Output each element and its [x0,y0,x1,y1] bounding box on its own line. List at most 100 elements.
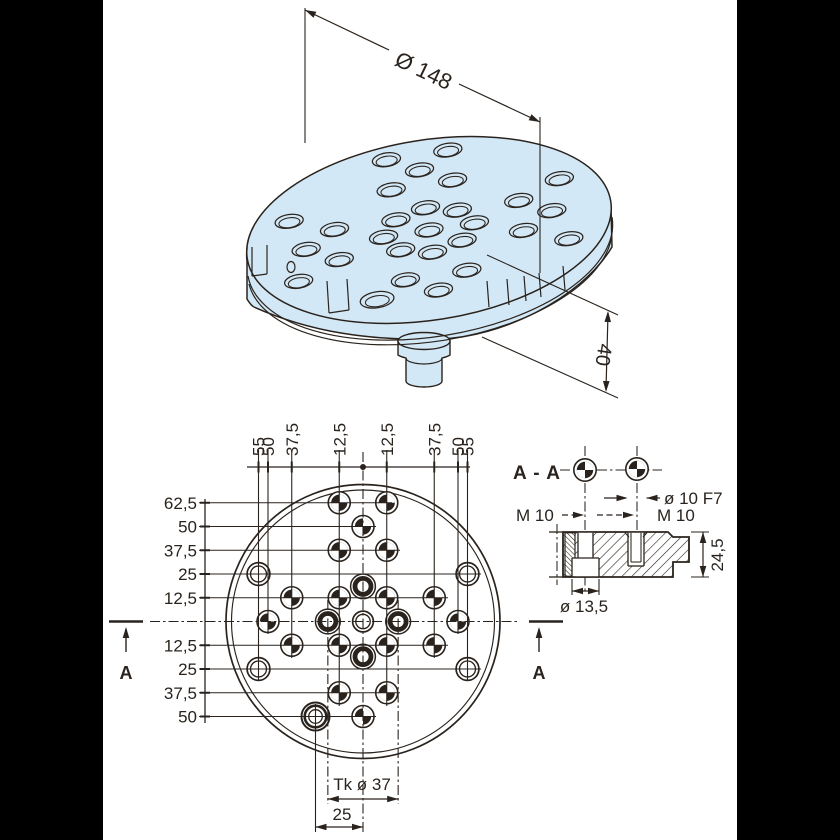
clamp-slot [328,309,350,314]
arrowhead [387,795,399,803]
leader-arrow [623,511,634,519]
iso-hole [537,202,567,219]
left-dim-label: 37,5 [164,541,197,560]
pilot-bore [578,532,593,558]
iso-hole [376,182,406,198]
side-pin-hole [286,260,296,274]
iso-hole [390,272,421,288]
top-dim-label: 50 [449,437,468,456]
section-view [549,446,709,595]
band-notch [538,272,542,298]
iso-hole [437,172,468,188]
left-dim-label: 12,5 [164,589,197,608]
clamp-strip [564,532,576,577]
iso-hole [414,222,444,238]
counterbore [572,558,599,577]
iso-hole [324,251,354,268]
arrowhead [352,823,363,831]
section-marker-left: A [120,663,133,683]
line [624,532,630,538]
leader-arrow [616,494,628,502]
iso-hole [544,170,575,187]
left-dim-label: 25 [178,660,197,679]
arrowhead [528,114,540,122]
iso-hole [554,231,584,247]
section-height-dimension: 24,5 [708,538,727,571]
clamp-slot [326,280,330,314]
arrowhead [572,587,583,595]
left-dim-label: 12,5 [164,636,197,655]
arrowhead [305,10,317,18]
iso-hole [291,241,321,258]
section-arrow [535,627,543,638]
iso-hole [404,162,435,178]
thread-bore [628,532,644,566]
top-dim-label: 55 [250,437,269,456]
iso-hole [319,221,350,238]
arrowhead [602,380,610,392]
top-dim-label: 37,5 [283,423,302,456]
band-notch [523,275,527,302]
iso-hole [423,282,454,298]
section-arrow [122,627,130,638]
section-marker-right: A [533,663,546,683]
top-dim-label: 50 [259,437,278,456]
line [642,532,648,538]
section-title: A - A [513,463,561,484]
spigot-step [405,357,443,365]
iso-hole [433,142,463,158]
iso-hole [274,213,304,229]
leader-arrow [646,494,658,502]
arrowhead [699,566,707,577]
side-groove-line [247,216,614,341]
arrowhead [588,587,599,595]
iso-hole [504,192,534,209]
extension-line [486,254,619,316]
band-notch [486,280,490,308]
axis-origin-dot [360,464,366,470]
iso-hole [447,232,477,248]
arrowhead [604,311,612,323]
top-dim-label: 55 [459,437,478,456]
band-notch [562,265,566,291]
counterbore-dimension: ø 13,5 [560,597,608,616]
top-dim-label: 12,5 [378,423,397,456]
position-target-symbol [573,458,597,482]
iso-hole [371,152,402,168]
iso-index-hole [359,290,395,309]
leader-arrow [573,511,584,519]
arrowhead [699,532,707,543]
iso-hole [442,202,473,218]
bolt-circle-dimension: Tk ø 37 [333,775,391,794]
side-notch [251,273,268,277]
thread-dimension-left: M 10 [516,506,554,525]
index-offset-dimension: 25 [333,805,352,824]
extension-line [481,336,619,399]
iso-hole [417,244,448,260]
band-notch [506,278,510,306]
clamp-slot [346,278,350,311]
side-groove-line [248,224,613,346]
left-dim-label: 50 [178,518,197,537]
left-dim-label: 37,5 [164,684,197,703]
left-dim-label: 50 [178,708,197,727]
dimension-line [605,312,609,391]
arrowhead [327,795,339,803]
dimension-line [458,83,541,123]
dimension-line [304,9,390,51]
position-target-symbol [625,457,649,481]
top-dim-label: 37,5 [425,423,444,456]
left-dim-label: 25 [178,565,197,584]
fit-dimension: ø 10 F7 [664,489,723,508]
iso-hole [410,200,441,216]
iso-hole [385,242,416,258]
iso-hole [459,215,490,231]
iso-height-dimension: 40 [590,342,615,367]
thread-dimension-right: M 10 [657,506,695,525]
iso-hole [283,273,314,290]
iso-hole [452,262,482,278]
iso-hole [368,229,399,245]
arrowhead [315,823,327,831]
iso-hole [381,212,411,228]
